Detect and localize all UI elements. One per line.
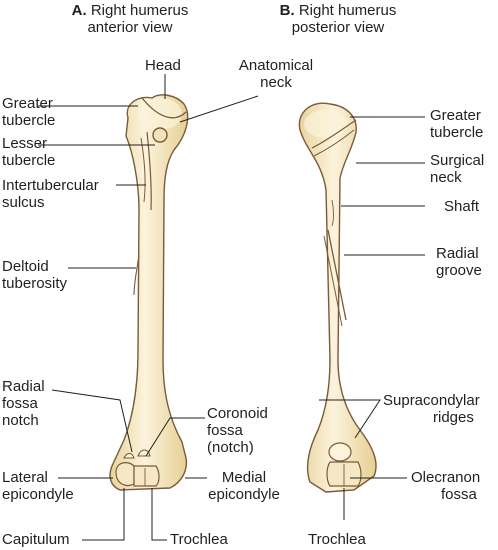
label-anatomical-neck-line1: Anatomical: [238, 57, 314, 74]
anterior-leader-lines: [38, 74, 259, 541]
label-lesser-tubercle-line2: tubercle: [2, 152, 56, 169]
label-greater-tubercle-a-line2: tubercle: [2, 112, 56, 129]
leader-anatomical-neck: [179, 95, 259, 123]
label-greater-tubercle-b-line1: Greater: [430, 107, 481, 124]
label-capitulum: Capitulum: [2, 531, 70, 548]
panel-b-title-line2: posterior view: [291, 19, 385, 36]
label-deltoid-tuberosity: Deltoid tuberosity: [2, 258, 67, 292]
label-radial-fossa-line2: fossa: [2, 395, 38, 412]
label-trochlea-a: Trochlea: [170, 531, 228, 548]
label-olecranon-line1: Olecranon: [411, 469, 481, 486]
label-greater-tubercle-b: Greater tubercle: [430, 107, 483, 141]
label-lateral-epi-line1: Lateral: [2, 469, 48, 486]
posterior-humerus-bone: [298, 102, 377, 493]
label-lesser-tubercle: Lesser tubercle: [2, 135, 55, 169]
label-coronoid-line2: fossa: [207, 422, 243, 439]
label-deltoid-line1: Deltoid: [2, 258, 49, 275]
label-radial-groove-line1: Radial: [436, 245, 479, 262]
posterior-leader-lines: [319, 116, 425, 520]
label-medial-epi-line1: Medial: [221, 469, 267, 486]
label-shaft: Shaft: [444, 198, 480, 215]
label-olecranon-line2: fossa: [441, 486, 477, 503]
label-radial-groove: Radial groove: [436, 245, 482, 279]
label-greater-tubercle-a-line1: Greater: [2, 95, 53, 112]
label-intertubercular-line2: sulcus: [2, 194, 45, 211]
label-coronoid-fossa: Coronoid fossa (notch): [207, 405, 268, 456]
label-coronoid-line3: (notch): [207, 439, 254, 456]
label-deltoid-line2: tuberosity: [2, 275, 68, 292]
panel-b-title: B. Right humerus posterior view: [263, 2, 413, 36]
label-surgical-neck: Surgical neck: [430, 152, 484, 186]
label-anatomical-neck: Anatomical neck: [226, 57, 326, 91]
leader-capitulum: [82, 488, 125, 541]
label-olecranon-fossa: Olecranon fossa: [411, 469, 480, 503]
label-anatomical-neck-line2: neck: [260, 74, 292, 91]
panel-a-title: A. Right humerus anterior view: [55, 2, 205, 36]
label-supracondylar-ridges: Supracondylar ridges: [383, 392, 480, 426]
label-intertubercular-sulcus: Intertubercular sulcus: [2, 177, 99, 211]
label-radial-fossa: Radial fossa notch: [2, 378, 45, 429]
label-lateral-epicondyle: Lateral epicondyle: [2, 469, 74, 503]
panel-a-title-line2: anterior view: [87, 19, 173, 36]
label-lateral-epi-line2: epicondyle: [2, 486, 74, 503]
label-medial-epi-line2: epicondyle: [208, 486, 280, 503]
label-greater-tubercle-b-line2: tubercle: [430, 124, 484, 141]
label-radial-fossa-line3: notch: [2, 412, 39, 429]
label-radial-groove-line2: groove: [436, 262, 482, 279]
label-supracondylar-line2: ridges: [433, 409, 474, 426]
label-supracondylar-line1: Supracondylar: [383, 392, 480, 409]
label-trochlea-b: Trochlea: [308, 531, 366, 548]
label-medial-epicondyle: Medial epicondyle: [198, 469, 290, 503]
label-intertubercular-line1: Intertubercular: [2, 177, 99, 194]
anterior-humerus-bone: [109, 94, 189, 491]
label-radial-fossa-line1: Radial: [2, 378, 45, 395]
label-lesser-tubercle-line1: Lesser: [2, 135, 48, 152]
panel-b-letter: B.: [279, 2, 295, 19]
leader-radial-fossa: [51, 389, 133, 453]
panel-b-title-line1: Right humerus: [298, 2, 397, 19]
label-head: Head: [145, 57, 181, 74]
leader-coronoid: [145, 417, 205, 457]
label-greater-tubercle-a: Greater tubercle: [2, 95, 55, 129]
leader-trochlea: [151, 488, 167, 541]
label-surgical-neck-line2: neck: [430, 169, 462, 186]
panel-a-title-line1: Right humerus: [90, 2, 189, 19]
label-coronoid-line1: Coronoid: [207, 405, 268, 422]
panel-a-letter: A.: [71, 2, 87, 19]
leader-b-supracondylar: [319, 399, 381, 439]
label-surgical-neck-line1: Surgical: [430, 152, 485, 169]
